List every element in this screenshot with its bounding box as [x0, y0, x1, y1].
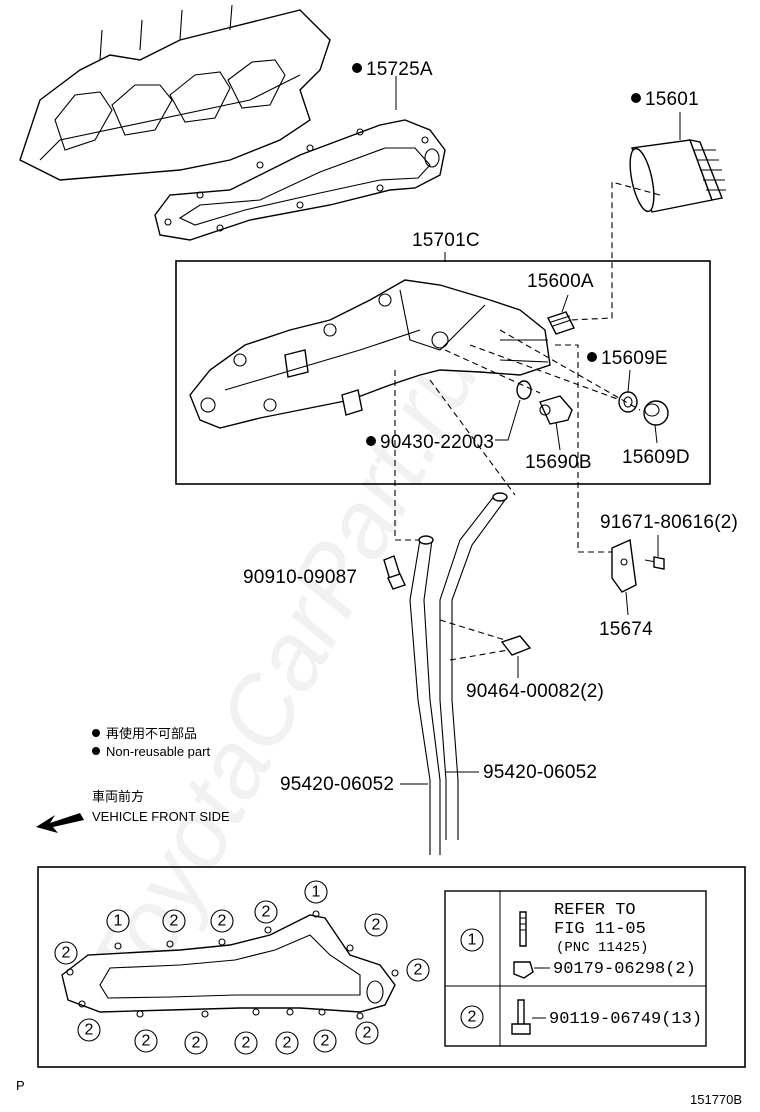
legend-dot-en: [92, 747, 100, 755]
bolt-icon: [517, 999, 525, 1026]
callout-2f: 2: [406, 958, 430, 982]
svg-text:2: 2: [283, 1035, 292, 1052]
refer-pnc-text: (PNC 11425): [556, 940, 648, 956]
callout-2k: 2: [275, 1031, 299, 1055]
union-15600a: [547, 311, 575, 335]
svg-text:2: 2: [414, 962, 423, 979]
svg-text:2: 2: [85, 1022, 94, 1039]
svg-text:2: 2: [242, 1035, 251, 1052]
label-15725a: 15725A: [366, 59, 433, 80]
svg-text:1: 1: [468, 932, 477, 949]
svg-text:2: 2: [62, 945, 71, 962]
bracket-15674: [611, 538, 637, 593]
gasket-90430: [516, 380, 532, 400]
o-ring-15609e: [618, 391, 638, 413]
label-15609e: 15609E: [601, 348, 668, 369]
callout-2c: 2: [254, 900, 278, 924]
label-15600a: 15600A: [527, 271, 594, 292]
svg-text:2: 2: [468, 1009, 477, 1026]
svg-text:2: 2: [142, 1033, 151, 1050]
svg-text:2: 2: [321, 1033, 330, 1050]
callout-1b: 1: [304, 880, 328, 904]
legend-jp: 再使用不可部品: [106, 726, 197, 741]
fitting-90910: [383, 555, 406, 590]
part-90179-text: 90179-06298(2): [553, 960, 696, 979]
callout-2g: 2: [77, 1018, 101, 1042]
callout-2j: 2: [234, 1031, 258, 1055]
callout-2l: 2: [313, 1029, 337, 1053]
label-hose-left: 95420-06052: [280, 774, 394, 795]
label-91671: 91671-80616(2): [600, 512, 738, 533]
label-15601: 15601: [645, 89, 699, 110]
label-15609d: 15609D: [622, 447, 690, 468]
callout-2h: 2: [134, 1029, 158, 1053]
bolt-layout-box: [37, 866, 746, 1068]
label-90430: 90430-22003: [380, 432, 494, 453]
label-15701c: 15701C: [412, 230, 480, 251]
callout-2d: 2: [364, 913, 388, 937]
non-reusable-dot: [352, 63, 362, 73]
oil-cooler-body: [189, 279, 551, 429]
callout-2i: 2: [184, 1031, 208, 1055]
gasket-15725a: [154, 119, 446, 241]
engine-head-drawing: [19, 4, 331, 181]
hoses: [409, 492, 508, 855]
svg-text:2: 2: [363, 1025, 372, 1042]
bolt-91671: [644, 556, 665, 570]
label-15690b: 15690B: [525, 452, 592, 473]
callout-2e: 2: [54, 941, 78, 965]
svg-text:1: 1: [114, 913, 123, 930]
label-90464: 90464-00082(2): [466, 681, 604, 702]
svg-text:2: 2: [218, 913, 227, 930]
reference-table: 1 2 REFER TO FIG 11-05 (PNC 11425) 90179…: [444, 890, 707, 1047]
part-90119-text: 90119-06749(13): [549, 1010, 702, 1029]
legend-dot-jp: [92, 729, 100, 737]
plug-15609d: [643, 400, 669, 426]
legend-en: Non-reusable part: [106, 744, 210, 759]
svg-text:2: 2: [192, 1035, 201, 1052]
front-label-en: VEHICLE FRONT SIDE: [92, 809, 230, 824]
stud-icon: [519, 911, 527, 947]
label-15674: 15674: [599, 619, 653, 640]
front-label-jp: 車両前方: [92, 789, 144, 804]
callout-2m: 2: [355, 1021, 379, 1045]
switch-15690b: [539, 395, 573, 425]
callout-2b: 2: [210, 909, 234, 933]
assembly-box: [175, 260, 711, 485]
label-90910: 90910-09087: [243, 567, 357, 588]
figure-id: 151770B: [690, 1092, 742, 1107]
refer-to-text: REFER TO: [554, 901, 636, 920]
svg-text:1: 1: [312, 884, 321, 901]
footer-left-code: P: [16, 1078, 25, 1093]
clamp-90464: [500, 635, 532, 656]
refer-fig-text: FIG 11-05: [554, 920, 646, 939]
svg-text:2: 2: [372, 917, 381, 934]
oil-filter: [629, 139, 726, 213]
callout-2a: 2: [162, 909, 186, 933]
svg-text:2: 2: [262, 904, 271, 921]
callout-1a: 1: [106, 909, 130, 933]
nut-icon: [513, 961, 534, 979]
label-hose-right: 95420-06052: [483, 762, 597, 783]
svg-text:2: 2: [170, 913, 179, 930]
gasket-bolt-layout: [61, 910, 399, 1020]
front-arrow-icon: [36, 813, 84, 833]
